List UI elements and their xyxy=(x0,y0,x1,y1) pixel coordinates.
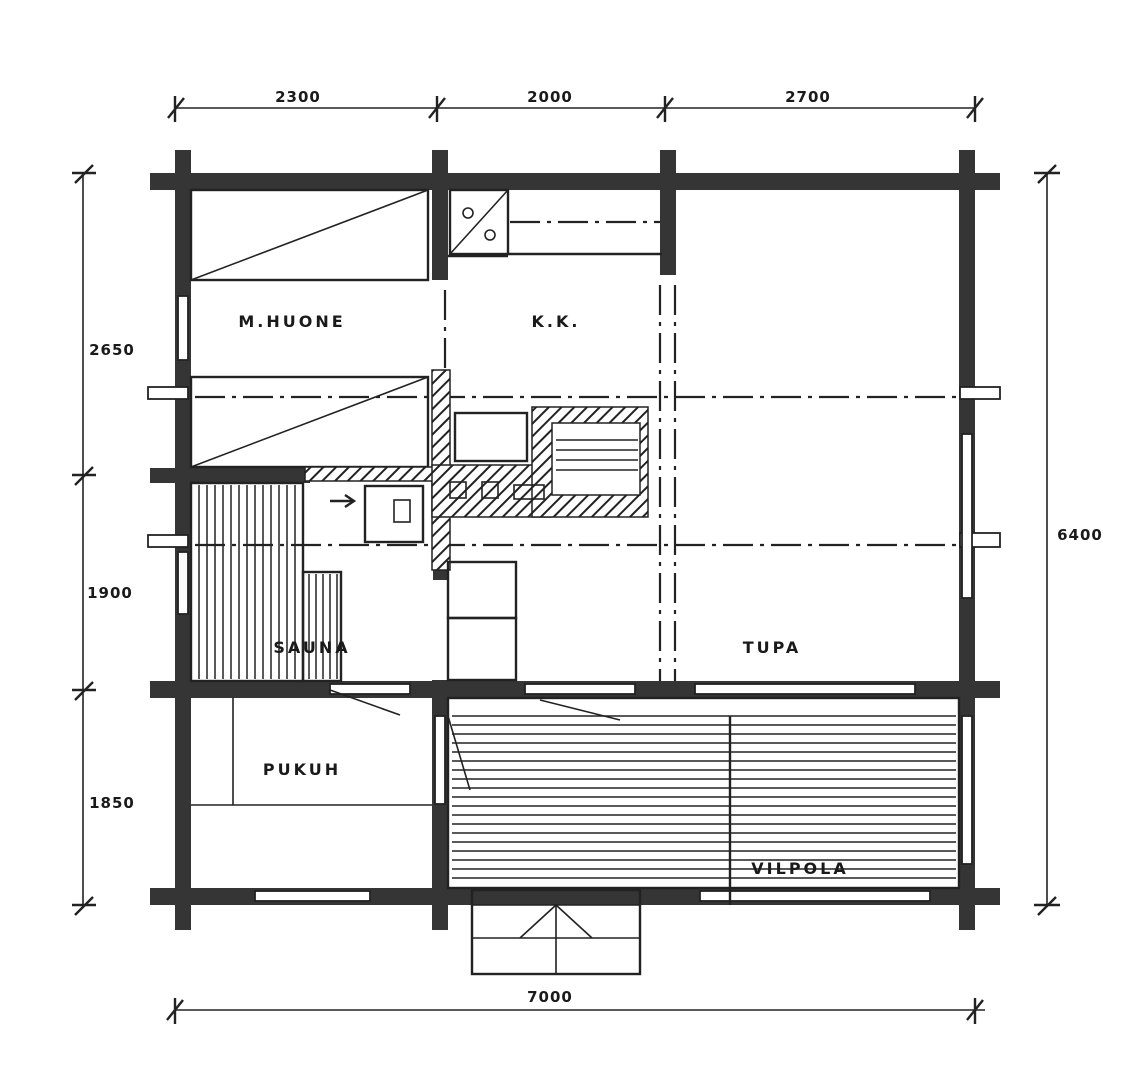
cabinets xyxy=(446,560,518,682)
window-sauna-south xyxy=(329,683,411,695)
bottom-dimension-line: 7000 xyxy=(166,988,985,1024)
room-label-sauna: SAUNA xyxy=(273,638,350,657)
left-dimension-line: 2650 1900 1850 xyxy=(72,164,135,916)
window-m-huone xyxy=(177,295,189,361)
axis-lines xyxy=(195,220,985,690)
room-labels: M.HUONE K.K. SAUNA TUPA PUKUH VILPOLA xyxy=(238,312,848,878)
veranda-deck xyxy=(446,696,961,905)
pukuh-bench xyxy=(191,698,432,806)
room-label-veranta: VILPOLA xyxy=(751,859,848,878)
room-label-m-huone: M.HUONE xyxy=(238,312,345,331)
top-dim-1: 2300 xyxy=(275,88,321,106)
left-dim-3: 1850 xyxy=(89,794,135,812)
entry-steps xyxy=(470,888,642,976)
window-tupa-south-1 xyxy=(524,683,636,695)
left-dim-1: 2650 xyxy=(89,341,135,359)
window-tupa-east xyxy=(961,433,973,599)
bottom-dim: 7000 xyxy=(527,988,573,1006)
window-veranda-south xyxy=(699,890,931,902)
top-dim-2: 2000 xyxy=(527,88,573,106)
window-tupa-south-2 xyxy=(694,683,916,695)
window-sauna xyxy=(177,551,189,615)
room-label-tupa: TUPA xyxy=(743,638,802,657)
top-dim-3: 2700 xyxy=(785,88,831,106)
window-veranda-east xyxy=(961,715,973,865)
top-dimension-line: 2300 2000 2700 xyxy=(167,88,984,122)
sauna-heater xyxy=(330,484,425,544)
window-pukuh-south xyxy=(254,890,371,902)
log-walls xyxy=(147,150,1001,930)
kitchen-furniture xyxy=(448,188,662,258)
right-dim: 6400 xyxy=(1057,526,1103,544)
windows xyxy=(177,295,973,902)
room-label-kk: K.K. xyxy=(532,312,581,331)
m-huone-furniture xyxy=(189,188,430,469)
fireplace xyxy=(304,369,649,571)
room-label-pukuh: PUKUH xyxy=(263,760,341,779)
right-dimension-line: 6400 xyxy=(1034,164,1103,916)
sauna-benches xyxy=(189,481,401,716)
window-veranda-west xyxy=(434,715,446,805)
left-dim-2: 1900 xyxy=(87,584,133,602)
